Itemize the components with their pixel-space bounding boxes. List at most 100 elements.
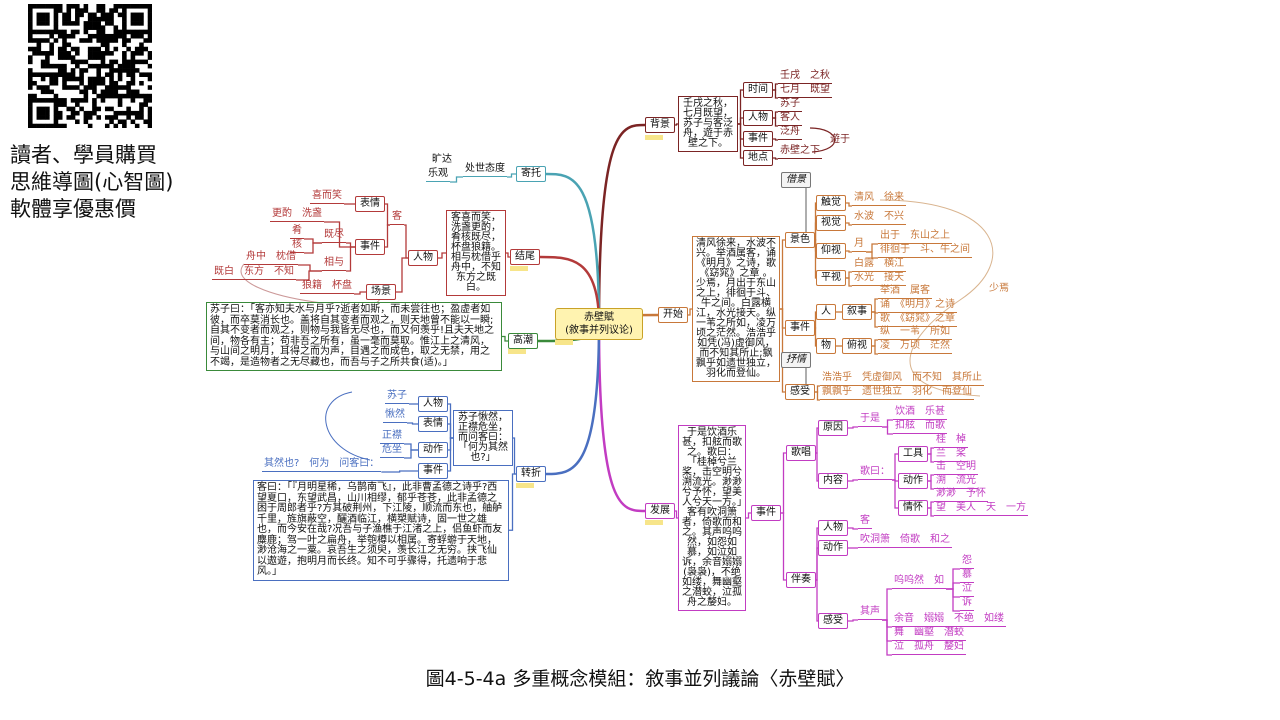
- leaf-node-bj-l3[interactable]: 苏子: [778, 98, 802, 112]
- leaf-node-jw-l7[interactable]: 既白 东方 不知: [212, 266, 296, 280]
- leaf-node-fz-l17[interactable]: 诉: [960, 597, 974, 611]
- leaf-node-ks-l10[interactable]: 歌 《窈窕》之章: [878, 313, 957, 327]
- topic-node-jw[interactable]: 结尾: [510, 249, 540, 265]
- topic-node-zz-renwu[interactable]: 人物: [418, 396, 448, 412]
- leaf-node-fz-l12[interactable]: 吹洞箫 倚歌 和之: [858, 534, 952, 548]
- topic-node-bj[interactable]: 背景: [645, 117, 675, 133]
- leaf-node-fz-l19[interactable]: 余音 嫋嫋 不绝 如缕: [892, 613, 1006, 627]
- leaf-node-fz-l13[interactable]: 呜呜然 如: [892, 575, 946, 589]
- topic-node-ks-event[interactable]: 事件: [785, 320, 815, 336]
- leaf-node-fz-l6[interactable]: 兰 桨: [934, 448, 968, 462]
- leaf-node-jw-l1[interactable]: 喜而笑: [310, 190, 344, 204]
- leaf-node-fz-l14[interactable]: 怨: [960, 555, 974, 569]
- leaf-node-fz-l15[interactable]: 慕: [960, 569, 974, 583]
- leaf-node-ks-l8[interactable]: 举酒 属客: [878, 285, 932, 299]
- topic-node-ks-ganshou[interactable]: 感受: [785, 384, 815, 400]
- topic-node-fz-banzou[interactable]: 伴奏: [786, 572, 816, 588]
- topic-node-fz-neirong[interactable]: 内容: [818, 473, 848, 489]
- leaf-node-jt-l1[interactable]: 处世态度: [463, 163, 507, 177]
- text-node-jw-desc[interactable]: 客喜而笑，洗盏更酌，肴核既尽，杯盘狼籍。相与枕借乎舟中，不知东方之既白。: [446, 210, 506, 296]
- leaf-node-zz-l2[interactable]: 愀然: [383, 409, 407, 423]
- leaf-node-jw-l8[interactable]: 相与: [322, 257, 346, 271]
- leaf-node-fz-l9[interactable]: 渺渺 予怀: [934, 488, 988, 502]
- note-icon[interactable]: [510, 266, 528, 271]
- leaf-node-jw-ke[interactable]: 客: [390, 211, 404, 225]
- topic-node-zz-shijian[interactable]: 事件: [418, 463, 448, 479]
- leaf-node-fz-l20[interactable]: 舞 幽壑 潜蛟: [892, 627, 966, 641]
- leaf-node-ks-l14[interactable]: 飘飘乎 遗世独立 羽化 而登仙: [820, 386, 974, 400]
- note-icon[interactable]: [555, 340, 573, 345]
- leaf-node-fz-l7[interactable]: 击 空明: [934, 461, 978, 475]
- note-icon[interactable]: [508, 349, 526, 354]
- leaf-node-fz-l8[interactable]: 溯 流光: [934, 475, 978, 489]
- topic-node-fz-renwu[interactable]: 人物: [818, 520, 848, 536]
- topic-node-bj-place[interactable]: 地点: [743, 150, 773, 166]
- topic-node-ks[interactable]: 开始: [658, 307, 688, 323]
- leaf-node-jw-l4[interactable]: 核: [290, 239, 304, 253]
- leaf-node-zz-l3[interactable]: 正襟: [380, 430, 404, 444]
- topic-node-ks-pingshi[interactable]: 平视: [816, 270, 846, 286]
- leaf-node-ks-l11[interactable]: 纵 一苇 所如: [878, 326, 952, 340]
- topic-node-ks-yangshi[interactable]: 仰视: [816, 243, 846, 259]
- topic-node-fz-dongzuo2[interactable]: 动作: [818, 540, 848, 556]
- topic-node-ks-shijue[interactable]: 视觉: [816, 215, 846, 231]
- leaf-node-fz-l2[interactable]: 饮酒 乐甚: [893, 406, 947, 420]
- leaf-node-fz-l21[interactable]: 泣 孤舟 嫠妇: [892, 641, 966, 655]
- text-node-zz-desc[interactable]: 苏子愀然，正襟危坐，而问客曰：「何为其然也?」: [453, 410, 513, 466]
- leaf-node-ks-l12[interactable]: 凌 万顷 茫然: [878, 340, 952, 354]
- topic-node-bj-time[interactable]: 时间: [743, 82, 773, 98]
- leaf-node-ks-l1[interactable]: 清风 徐来: [852, 192, 906, 206]
- leaf-node-fz-l3[interactable]: 扣舷 而歌: [893, 420, 947, 434]
- topic-node-fz-event[interactable]: 事件: [751, 505, 781, 521]
- topic-node-gc[interactable]: 高潮: [508, 333, 538, 349]
- topic-node-bj-person[interactable]: 人物: [743, 110, 773, 126]
- leaf-node-fz-l1[interactable]: 于是: [858, 413, 882, 427]
- note-icon[interactable]: [645, 135, 663, 140]
- leaf-node-ks-l4[interactable]: 出于 东山之上: [878, 230, 952, 244]
- topic-node-jt[interactable]: 寄托: [516, 166, 546, 182]
- leaf-node-jw-l3[interactable]: 肴: [290, 225, 304, 239]
- topic-node-ks-ren[interactable]: 人: [816, 304, 836, 320]
- leaf-node-fz-l4[interactable]: 歌曰：: [858, 466, 892, 480]
- text-node-ks-desc[interactable]: 清风徐来，水波不兴。举酒属客，诵《明月》之诗，歌《窈窕》之章 。少焉，月出于东山…: [692, 236, 780, 382]
- leaf-node-zz-l5[interactable]: 其然也? 何为 问客曰：: [262, 458, 382, 472]
- leaf-node-fz-l16[interactable]: 泣: [960, 583, 974, 597]
- topic-node-ks-wu[interactable]: 物: [816, 338, 836, 354]
- leaf-node-fz-l5[interactable]: 桂 棹: [934, 434, 968, 448]
- topic-node-jw-changjing[interactable]: 场景: [366, 284, 396, 300]
- topic-node-fz-ganshou[interactable]: 感受: [818, 613, 848, 629]
- topic-node-fz-qinghuai[interactable]: 情怀: [898, 500, 928, 516]
- leaf-node-ks-l7[interactable]: 水光 接天: [852, 272, 906, 286]
- central-topic[interactable]: 赤壁賦 (敘事并列议论): [555, 308, 643, 340]
- leaf-node-bj-l2[interactable]: 七月 既望: [778, 84, 832, 98]
- leaf-node-ks-l3[interactable]: 月: [852, 238, 866, 252]
- topic-node-ks-xushi[interactable]: 叙事: [842, 304, 872, 320]
- leaf-node-jw-l9[interactable]: 狼籍 杯盘: [300, 280, 354, 294]
- topic-node-zz-biaoqing[interactable]: 表情: [418, 416, 448, 432]
- topic-node-fz-gongju[interactable]: 工具: [898, 446, 928, 462]
- text-node-bj-l7[interactable]: 遊于: [830, 134, 850, 145]
- topic-node-jw-biaoqing[interactable]: 表情: [355, 196, 385, 212]
- topic-node-fz-dongzuo[interactable]: 动作: [898, 473, 928, 489]
- leaf-node-ks-l9[interactable]: 诵 《明月》之诗: [878, 299, 957, 313]
- leaf-node-ks-l6[interactable]: 白露 横江: [852, 258, 906, 272]
- topic-node-ks-fushi[interactable]: 俯视: [842, 338, 872, 354]
- leaf-node-jt-l3[interactable]: 乐观: [426, 168, 450, 182]
- text-node-fz-desc[interactable]: 于是饮酒乐甚，扣舷而歌之。歌曰：「桂棹兮兰桨，击空明兮溯流光。渺渺兮予怀，望美人…: [678, 425, 746, 611]
- topic-node-fz[interactable]: 发展: [645, 503, 675, 519]
- leaf-node-bj-l4[interactable]: 客人: [778, 112, 802, 126]
- topic-node-zz[interactable]: 转折: [516, 466, 546, 482]
- note-icon[interactable]: [645, 520, 663, 525]
- topic-node-ks-shuqing[interactable]: 抒情: [781, 352, 811, 368]
- text-node-jt-l2[interactable]: 旷达: [432, 154, 452, 165]
- text-node-ks-shaoyan[interactable]: 少焉: [989, 283, 1009, 294]
- text-node-bj-desc[interactable]: 壬戌之秋，七月既望，苏子与客泛舟，遊于赤壁之下。: [678, 96, 738, 152]
- text-node-zz-big[interactable]: 客曰：「『月明星稀，乌鹊南飞』，此非曹孟德之诗乎?西望夏口，东望武昌，山川相缪，…: [253, 480, 509, 581]
- topic-node-jw-shijian[interactable]: 事件: [355, 239, 385, 255]
- note-icon[interactable]: [516, 483, 534, 488]
- leaf-node-fz-l11[interactable]: 客: [858, 515, 872, 529]
- leaf-node-bj-l1[interactable]: 壬戌 之秋: [778, 70, 832, 84]
- leaf-node-jw-l6[interactable]: 舟中 枕借: [244, 251, 298, 265]
- leaf-node-zz-l4[interactable]: 危坐: [380, 444, 404, 458]
- leaf-node-jw-l5[interactable]: 既尽: [322, 229, 346, 243]
